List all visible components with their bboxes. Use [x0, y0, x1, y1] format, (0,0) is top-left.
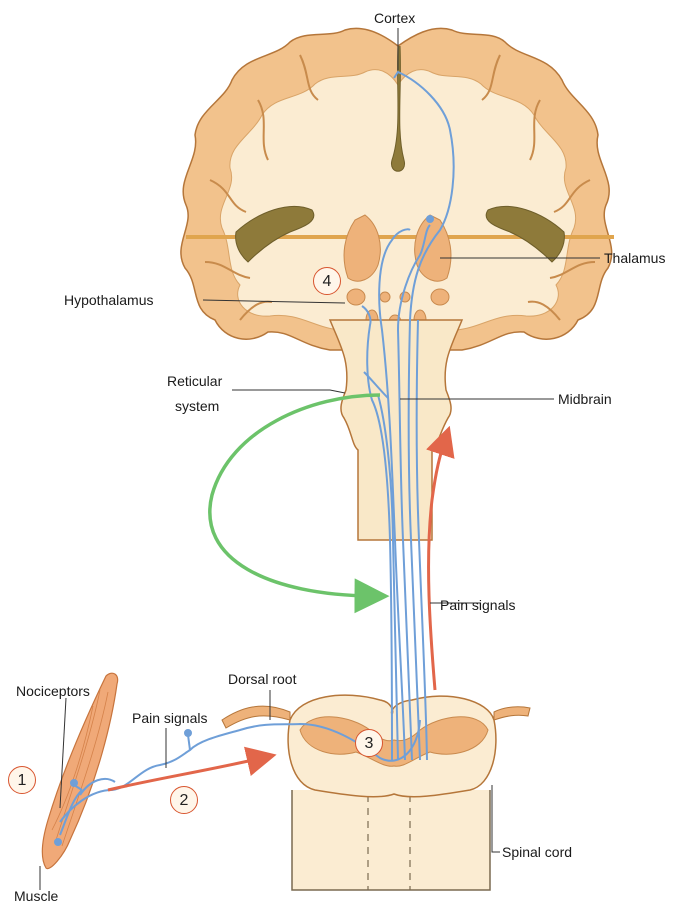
label-cortex: Cortex [374, 10, 415, 26]
label-spinal-cord: Spinal cord [502, 844, 572, 860]
step-marker-4: 4 [313, 267, 341, 295]
brain-section [181, 28, 614, 350]
muscle [42, 673, 117, 868]
brainstem [330, 320, 462, 540]
spinal-cord-column [292, 790, 490, 890]
label-hypothalamus: Hypothalamus [64, 292, 154, 308]
label-nociceptors: Nociceptors [16, 683, 90, 699]
label-muscle: Muscle [14, 888, 58, 904]
label-thalamus: Thalamus [604, 250, 665, 266]
step-marker-1: 1 [8, 766, 36, 794]
label-midbrain: Midbrain [558, 391, 612, 407]
label-dorsal-root: Dorsal root [228, 671, 296, 687]
dorsal-root-right [494, 707, 530, 720]
label-reticular-line2: system [175, 398, 219, 414]
label-pain-signals-peripheral: Pain signals [132, 710, 208, 726]
label-reticular-line1: Reticular [167, 373, 222, 389]
step-marker-3: 3 [355, 729, 383, 757]
step-marker-2: 2 [170, 786, 198, 814]
label-pain-signals-ascending: Pain signals [440, 597, 516, 613]
muscle-body [42, 673, 117, 868]
